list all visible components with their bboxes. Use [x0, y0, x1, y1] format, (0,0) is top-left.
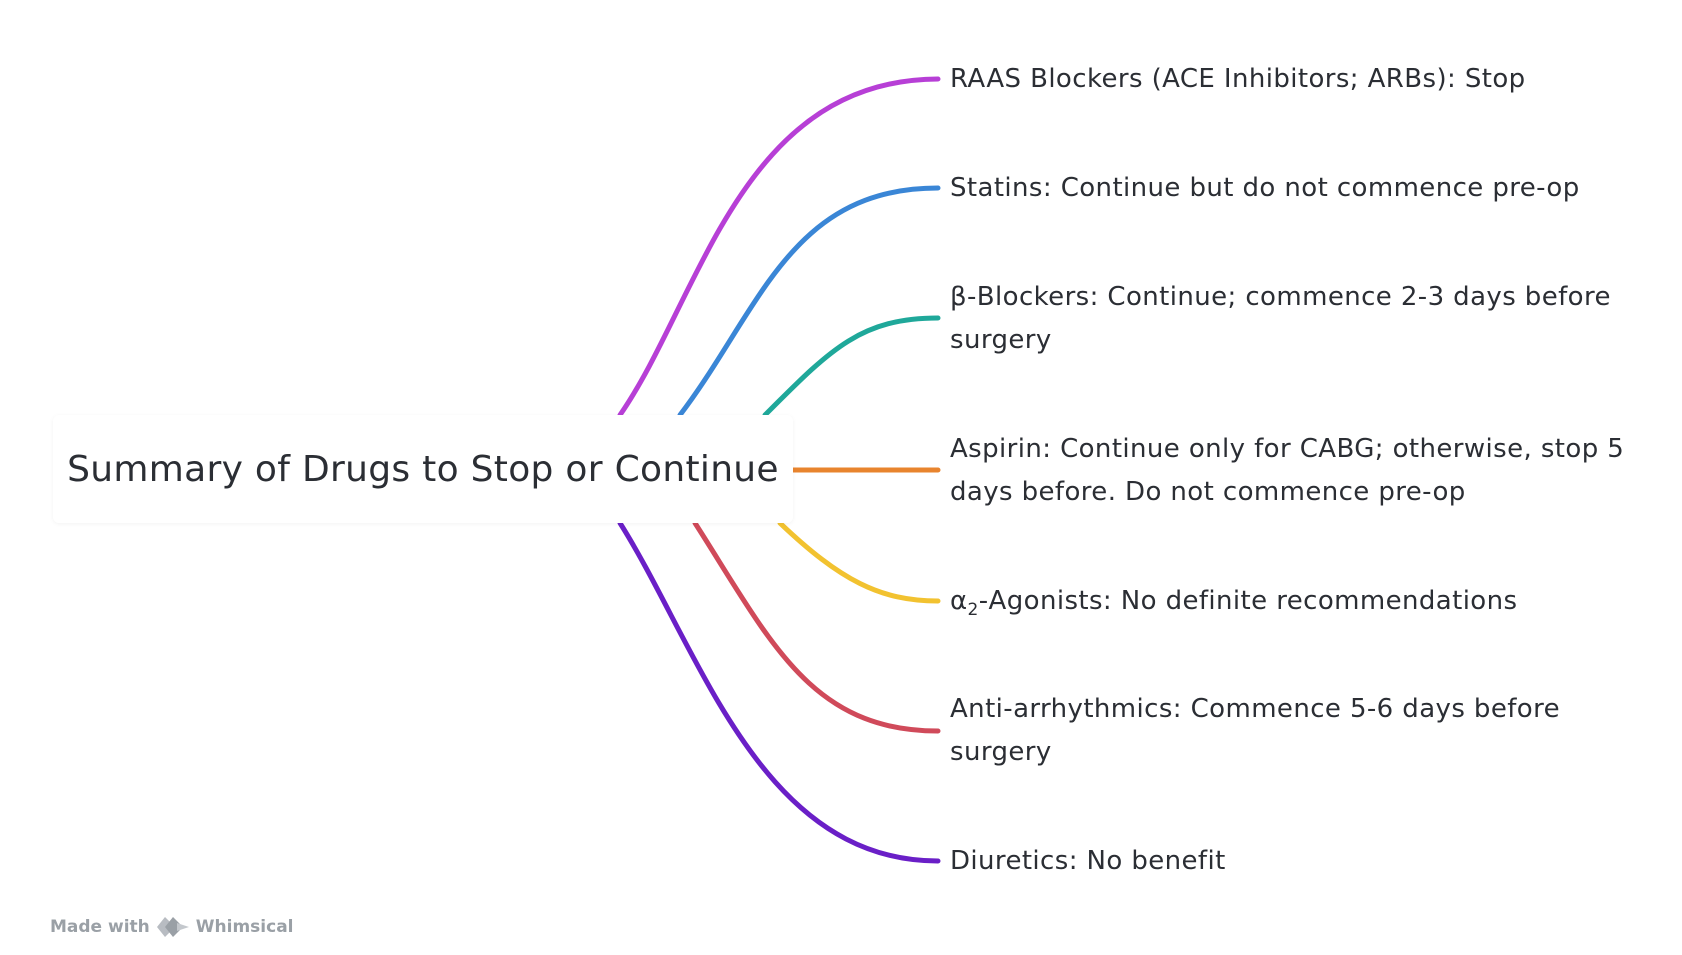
branch-beta-blockers[interactable]: β-Blockers: Continue; commence 2-3 days … [950, 282, 1611, 355]
branch-anti-arrhythmics[interactable]: Anti-arrhythmics: Commence 5-6 days befo… [950, 694, 1561, 767]
alpha-symbol: α [950, 586, 968, 616]
branch-raas-blockers[interactable]: RAAS Blockers (ACE Inhibitors; ARBs): St… [950, 64, 1526, 94]
connector-alpha2-agonists [777, 520, 941, 604]
root-title: Summary of Drugs to Stop or Continue [67, 448, 779, 490]
branch-alpha2-agonists[interactable]: α2-Agonists: No definite recommendations [950, 580, 1640, 623]
alpha2-label-text: -Agonists: No definite recommendations [978, 586, 1518, 616]
made-with-text: Made with [50, 917, 150, 937]
connector-beta-blockers [762, 315, 941, 418]
whimsical-logo-icon [156, 917, 189, 937]
branch-diuretics[interactable]: Diuretics: No benefit [950, 846, 1226, 876]
connector-anti-arrhythmics [692, 520, 941, 734]
connector-diuretics [617, 520, 941, 864]
connector-raas-blockers [617, 76, 941, 418]
connector-statins [677, 185, 941, 418]
subscript-two: 2 [967, 600, 979, 621]
branch-aspirin[interactable]: Aspirin: Continue only for CABG; otherwi… [950, 434, 1625, 507]
root-node[interactable]: Summary of Drugs to Stop or Continue [53, 415, 793, 523]
brand-name: Whimsical [195, 917, 294, 937]
branch-statins[interactable]: Statins: Continue but do not commence pr… [950, 173, 1580, 203]
made-with-whimsical-badge[interactable]: Made with Whimsical [50, 914, 294, 940]
